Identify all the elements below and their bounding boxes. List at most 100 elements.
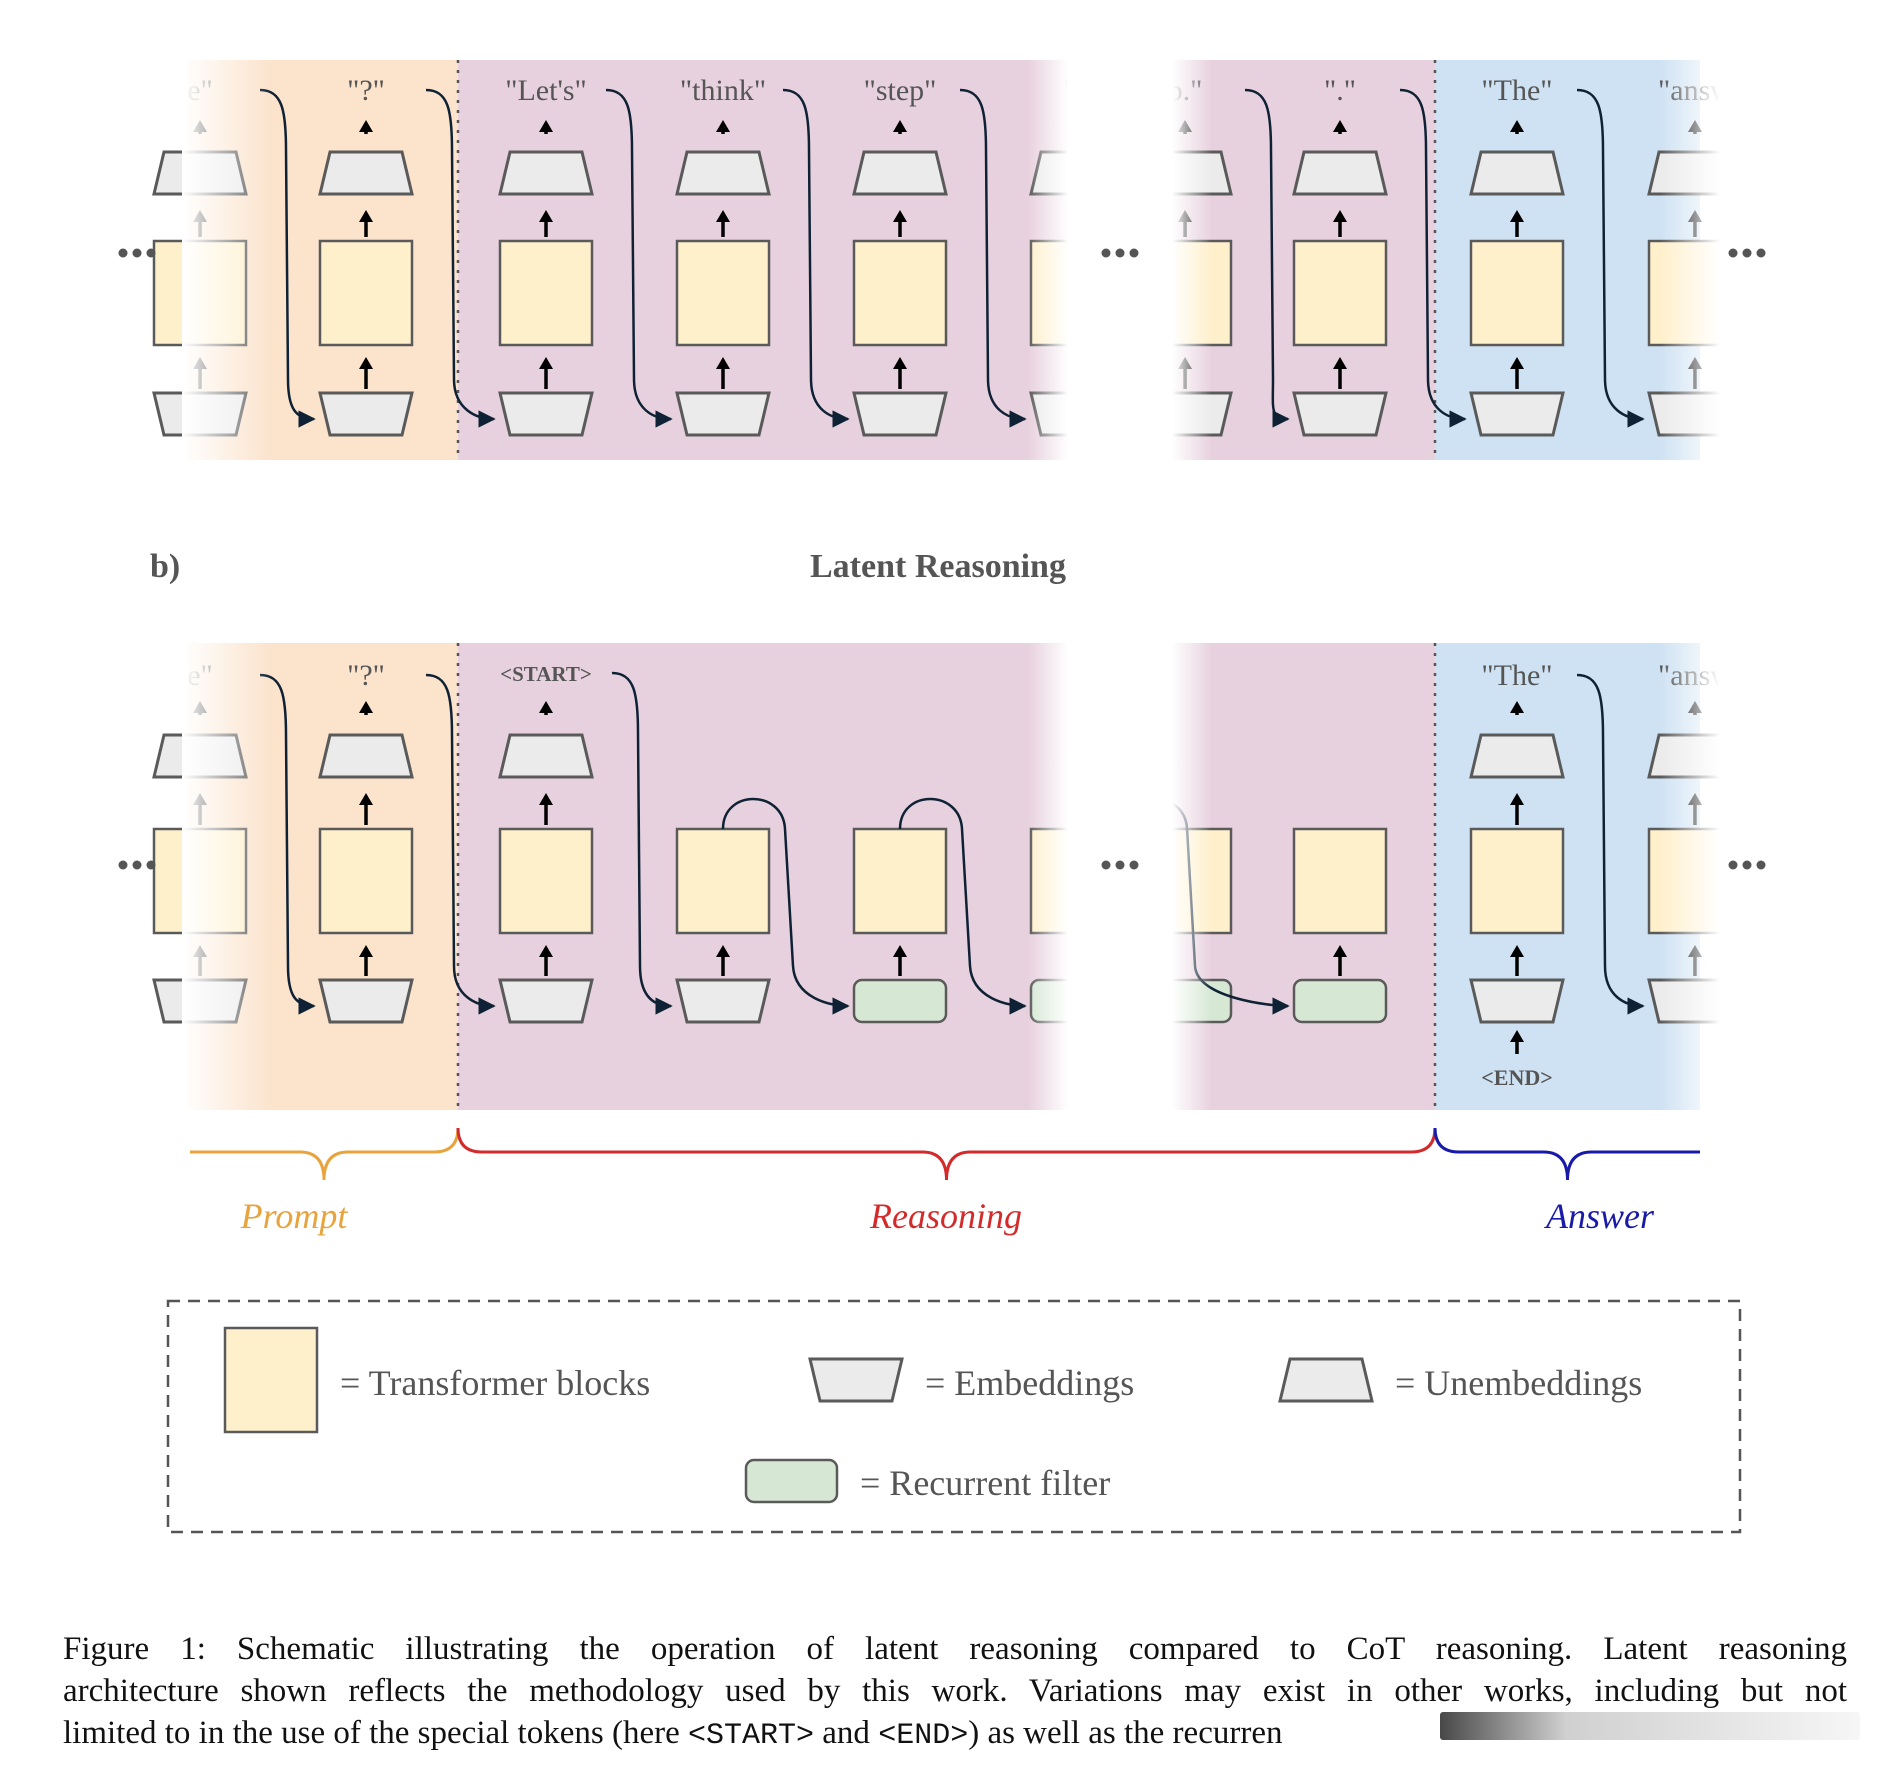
ellipsis-dot [132,860,142,870]
embedding-block [498,978,594,1024]
reasoning-brace [456,1127,1437,1181]
gap-mask [1068,639,1172,1114]
end-token-label: <END> [1481,1065,1553,1090]
caption-text: ) as well as the recurren [968,1715,1283,1751]
start-token-label: <START> [500,662,592,686]
panel-b-label: b) [150,548,181,585]
ellipsis-dot [1101,248,1111,258]
up-arrow-icon [539,945,553,957]
ellipsis-dot [1115,248,1125,258]
autoregressive-arrow [425,88,496,428]
caption-text: and [814,1715,879,1751]
autoregressive-arrow [259,673,316,1015]
ellipsis-dot [1742,248,1752,258]
up-arrow-icon [1333,945,1347,957]
autoregressive-arrow [1399,88,1467,428]
transformer-block [852,827,948,935]
legend-recurrent-swatch [744,1458,839,1504]
up-arrow-icon [359,701,373,713]
embedding-block [1469,978,1565,1024]
up-arrow-icon [1510,793,1524,805]
autoregressive-arrow [425,673,496,1015]
unembedding-block [1469,733,1565,779]
cot-panel: e""?""Let's""think""step""bp."".""The""a… [118,56,1780,464]
up-arrow-icon [1510,945,1524,957]
autoregressive-arrow [782,88,850,428]
transformer-block [675,239,771,347]
panel-b-title: Latent Reasoning [810,548,1066,585]
recurrent-filter-block [1292,978,1388,1024]
up-arrow-icon [893,210,907,222]
watermark-overlay [1440,1712,1860,1740]
token-label: "think" [680,74,766,107]
up-arrow-icon [1510,701,1524,713]
transformer-block [498,827,594,935]
embedding-block [1292,391,1388,437]
autoregressive-arrow [611,671,673,1015]
up-arrow-icon [1510,210,1524,222]
up-arrow-icon [359,120,373,132]
fade-left [182,56,272,464]
transformer-block [1292,827,1388,935]
fade-gap-right [1172,56,1212,464]
transformer-block [1469,827,1565,935]
legend-unembedding-swatch [1278,1357,1374,1403]
ellipsis-dot [146,860,156,870]
token-label: "." [1324,74,1356,107]
transformer-block [1292,239,1388,347]
legend-embeddings-label: = Embeddings [925,1363,1134,1403]
up-arrow-icon [1333,210,1347,222]
legend-border [166,1299,1742,1534]
fade-left [182,639,272,1114]
prompt-brace [190,1127,460,1181]
ellipsis-dot [1101,860,1111,870]
legend-transformer-swatch [223,1326,319,1434]
ellipsis-dot [1728,860,1738,870]
up-arrow-icon [359,210,373,222]
up-arrow-icon [893,120,907,132]
prompt-label: Prompt [240,1196,349,1236]
up-arrow-icon [359,945,373,957]
autoregressive-arrow [605,88,673,428]
ellipsis-dot [118,248,128,258]
embedding-block [318,391,414,437]
unembedding-block [1469,150,1565,196]
recurrent-arrow [721,797,850,1015]
up-arrow-icon [1510,357,1524,369]
embedding-block [675,978,771,1024]
up-arrow-icon [539,357,553,369]
right-mask [1720,639,1780,1114]
unembedding-block [498,733,594,779]
latent-panel: e""?"<START>"The"<END>"answ [118,639,1780,1114]
unembedding-block [852,150,948,196]
token-label: "?" [347,659,385,692]
ellipsis-dot [118,860,128,870]
legend-recurrent-label: = Recurrent filter [860,1463,1110,1503]
autoregressive-arrow [1244,88,1290,428]
ellipsis-dot [1115,860,1125,870]
up-arrow-icon [539,120,553,132]
figure-caption: Figure 1: Schematic illustrating the ope… [63,1628,1847,1757]
unembedding-block [318,150,414,196]
latent-reasoning-figure: e""?""Let's""think""step""bp."".""The""a… [118,56,1780,1534]
recurrent-arrow [898,797,1027,1015]
autoregressive-arrow [259,88,316,428]
fade-gap-left [1028,56,1068,464]
ellipsis-dot [1129,248,1139,258]
embedding-block [318,978,414,1024]
legend-unembeddings-label: = Unembeddings [1395,1363,1642,1403]
up-arrow-icon [716,945,730,957]
unembedding-block [318,733,414,779]
up-arrow-icon [716,357,730,369]
ellipsis-dot [1756,860,1766,870]
gap-mask [1068,56,1172,464]
caption-line-3: limited to in the use of the special tok… [63,1712,1847,1757]
up-arrow-icon [1333,357,1347,369]
legend-transformer-label: = Transformer blocks [340,1363,650,1403]
token-label: "?" [347,74,385,107]
transformer-block [498,239,594,347]
token-label: "The" [1481,659,1552,692]
transformer-block [852,239,948,347]
up-arrow-icon [539,701,553,713]
fade-right [1660,56,1720,464]
